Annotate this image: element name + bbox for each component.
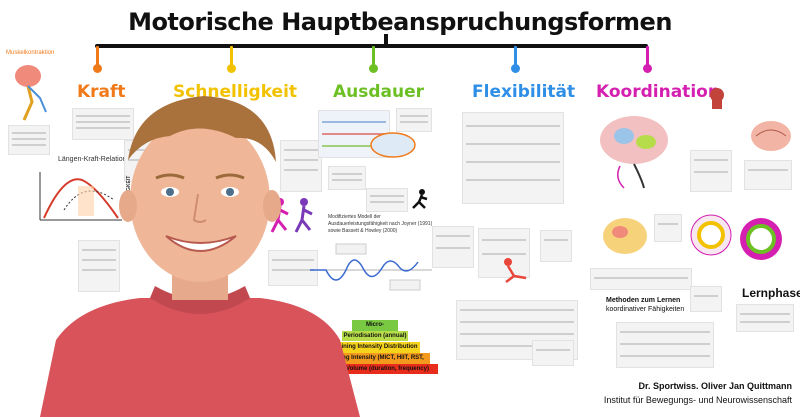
stretch-figure-icon <box>504 258 527 283</box>
methoden-subtitle: koordinativer Fähigkeiten <box>606 306 685 313</box>
circle-diagram-2-icon <box>740 218 782 260</box>
koord-thumb-2[interactable] <box>744 160 792 190</box>
koord-thumb-1[interactable] <box>690 150 732 192</box>
brain-figure-icon <box>15 65 47 121</box>
drop-ausdauer <box>372 46 375 70</box>
flex-thumb-4[interactable] <box>532 340 574 366</box>
supercompensation-chart-icon <box>310 243 432 291</box>
flex-thumb-2[interactable] <box>478 228 530 278</box>
lernphasen-title: Lernphasen <box>742 286 800 300</box>
drop-kraft <box>96 46 99 70</box>
dot-koordination <box>643 64 652 73</box>
koord-thumb-6[interactable] <box>690 286 722 312</box>
ausdauer-model-caption: Modifiziertes Modell der Ausdauerleistun… <box>328 214 433 234</box>
flex-grid-graphic[interactable] <box>462 112 564 204</box>
flex-thumb-3[interactable] <box>540 230 572 262</box>
brain-diagram-icon <box>600 116 668 189</box>
tree-stem <box>384 34 388 46</box>
kraft-thumb-3[interactable] <box>78 240 120 292</box>
drop-koordination <box>646 46 649 70</box>
category-flexibilitaet[interactable]: Flexibilität <box>472 82 576 102</box>
oval-highlight-icon <box>370 132 416 158</box>
mascot-icon <box>710 88 724 109</box>
kraft-thumb-1[interactable] <box>8 125 50 155</box>
schnell-thumb-1[interactable] <box>280 140 322 192</box>
pyramid-level-5: Training Volume (duration, frequency) <box>312 364 438 374</box>
laengen-kraft-label: Längen-Kraft-Relation <box>58 156 127 163</box>
circle-diagram-1-icon <box>690 214 732 256</box>
ausdauer-thumb-2[interactable] <box>328 166 366 190</box>
dot-kraft <box>93 64 102 73</box>
length-force-chart-icon <box>39 172 122 221</box>
dot-ausdauer <box>369 64 378 73</box>
flex-thumb-1[interactable] <box>432 226 474 268</box>
pyramid-level-2: Periodisation (annual) <box>342 331 408 341</box>
flex-table-graphic[interactable] <box>456 300 578 360</box>
category-ausdauer[interactable]: Ausdauer <box>333 82 425 102</box>
koord-thumb-5[interactable] <box>616 322 714 368</box>
ausdauer-thumb-1[interactable] <box>396 108 432 132</box>
koord-thumb-4[interactable] <box>590 268 692 290</box>
schnell-thumb-2[interactable] <box>268 250 318 286</box>
dot-schnelligkeit <box>227 64 236 73</box>
runner-icon <box>412 189 428 209</box>
koord-thumb-3[interactable] <box>654 214 682 242</box>
koord-thumb-7[interactable] <box>736 304 794 332</box>
methoden-title: Methoden zum Lernen <box>606 297 681 304</box>
brain-yellow-icon <box>603 218 647 254</box>
brain-side-icon <box>751 121 791 151</box>
kraft-thumb-2[interactable] <box>72 108 134 140</box>
category-koordination[interactable]: Koordination <box>596 82 720 102</box>
drop-flexibilitaet <box>514 46 517 70</box>
author-name: Dr. Sportwiss. Oliver Jan Quittmann <box>638 381 792 391</box>
drop-schnelligkeit <box>230 46 233 70</box>
muskelkontraktion-label: Muskelkontraktion <box>6 50 55 56</box>
ausdauer-thumb-3[interactable] <box>366 188 408 212</box>
training-pyramid: Micro-periodisation Periodisation (annua… <box>312 320 438 378</box>
page-title: Motorische Hauptbeanspruchungsformen <box>128 8 672 36</box>
category-kraft[interactable]: Kraft <box>77 82 126 102</box>
institute-name: Institut für Bewegungs- und Neurowissens… <box>603 395 792 405</box>
tree-line <box>95 44 648 48</box>
presenter-photo <box>40 96 360 417</box>
dot-flexibilitaet <box>511 64 520 73</box>
